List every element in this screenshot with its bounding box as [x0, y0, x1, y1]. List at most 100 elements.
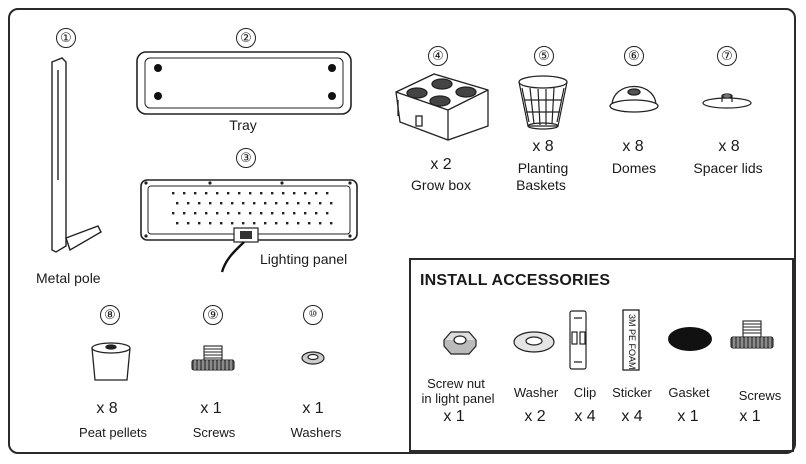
led-dot [315, 212, 318, 215]
led-dot [297, 202, 300, 205]
led-dot [297, 222, 300, 225]
label-screw-nut-line1: Screw nut [427, 376, 485, 391]
led-dot [220, 222, 223, 225]
led-dot [249, 192, 252, 195]
sticker-illustration [622, 309, 640, 371]
led-dot [183, 192, 186, 195]
install-accessories-title: INSTALL ACCESSORIES [420, 272, 611, 289]
led-dot [326, 212, 329, 215]
panel-screw-hole [280, 181, 284, 185]
led-dot [282, 192, 285, 195]
label-screws: Screws [192, 425, 236, 440]
qty-screws: x 1 [200, 400, 222, 417]
qty-domes: x 8 [622, 138, 644, 155]
label-sticker: Sticker [612, 385, 652, 400]
lighting-panel-illustration [140, 179, 358, 273]
accessory-screws-illustration [730, 320, 774, 349]
led-dot [183, 212, 186, 215]
label-screw-nut-line2: in light panel [421, 391, 495, 406]
led-dot [326, 192, 329, 195]
qty-clip: x 4 [574, 408, 596, 425]
panel-screw-hole [348, 234, 352, 238]
led-dot [209, 202, 212, 205]
qty-accessory-screws: x 1 [739, 408, 761, 425]
led-dot [216, 212, 219, 215]
tray-illustration [136, 51, 352, 115]
spacer-lid-illustration [702, 93, 752, 109]
led-dot [216, 192, 219, 195]
led-dot [209, 222, 212, 225]
led-dot [198, 222, 201, 225]
led-dot [205, 212, 208, 215]
label-metal-pole: Metal pole [36, 270, 101, 286]
install-accessories-box [409, 258, 794, 452]
qty-washer: x 2 [524, 408, 546, 425]
led-dot [264, 222, 267, 225]
label-washer: Washer [513, 385, 559, 400]
sticker-print: 3M PE FOAM [627, 314, 637, 370]
led-dot [275, 202, 278, 205]
led-dot [293, 192, 296, 195]
panel-screw-hole [348, 181, 352, 185]
peat-pellet-illustration [91, 342, 131, 381]
label-peat-pellets: Peat pellets [79, 425, 147, 440]
led-dot [271, 192, 274, 195]
label-tray: Tray [229, 117, 257, 133]
led-dot [172, 212, 175, 215]
qty-screw-nut: x 1 [443, 408, 465, 425]
led-dot [172, 192, 175, 195]
led-dot [275, 222, 278, 225]
qty-peat-pellets: x 8 [96, 400, 118, 417]
label-washers: Washers [290, 425, 342, 440]
label-clip: Clip [573, 385, 597, 400]
led-dot [293, 212, 296, 215]
qty-sticker: x 4 [621, 408, 643, 425]
qty-grow-box: x 2 [430, 156, 452, 173]
panel-screw-hole [144, 234, 148, 238]
qty-spacer-lids: x 8 [718, 138, 740, 155]
led-dot [205, 192, 208, 195]
led-dot [253, 202, 256, 205]
led-dot [260, 212, 263, 215]
led-dot [187, 202, 190, 205]
label-grow-box: Grow box [411, 177, 471, 193]
led-dot [198, 202, 201, 205]
qty-planting-baskets: x 8 [532, 138, 554, 155]
led-dot [330, 202, 333, 205]
led-dot [249, 212, 252, 215]
part-number-8: ⑧ [100, 305, 120, 325]
led-dot [238, 192, 241, 195]
qty-washers: x 1 [302, 400, 324, 417]
led-dot [304, 212, 307, 215]
dome-illustration [609, 85, 659, 113]
qty-gasket: x 1 [677, 408, 699, 425]
led-dot [319, 202, 322, 205]
screw-nut-illustration [443, 331, 477, 355]
led-dot [187, 222, 190, 225]
led-dot [194, 192, 197, 195]
part-number-5: ⑤ [534, 46, 554, 66]
panel-screw-hole [144, 181, 148, 185]
led-dot [271, 212, 274, 215]
part-number-10: ⑩ [303, 305, 323, 325]
led-dot [176, 202, 179, 205]
led-dot [220, 202, 223, 205]
part-number-9: ⑨ [203, 305, 223, 325]
label-gasket: Gasket [668, 385, 710, 400]
label-accessory-screws: Screws [738, 388, 782, 403]
led-dot [194, 212, 197, 215]
part-number-4: ④ [428, 46, 448, 66]
part-number-7: ⑦ [717, 46, 737, 66]
screw-illustration [191, 345, 235, 371]
led-dot [304, 192, 307, 195]
led-dot [227, 212, 230, 215]
clip-illustration [569, 310, 587, 370]
washer-illustration [301, 351, 325, 365]
accessory-washer-illustration [513, 331, 555, 353]
led-dot [231, 202, 234, 205]
gasket-illustration [668, 327, 712, 351]
led-dot [315, 192, 318, 195]
led-dot [319, 222, 322, 225]
label-planting-baskets-line1: Planting [517, 160, 569, 176]
